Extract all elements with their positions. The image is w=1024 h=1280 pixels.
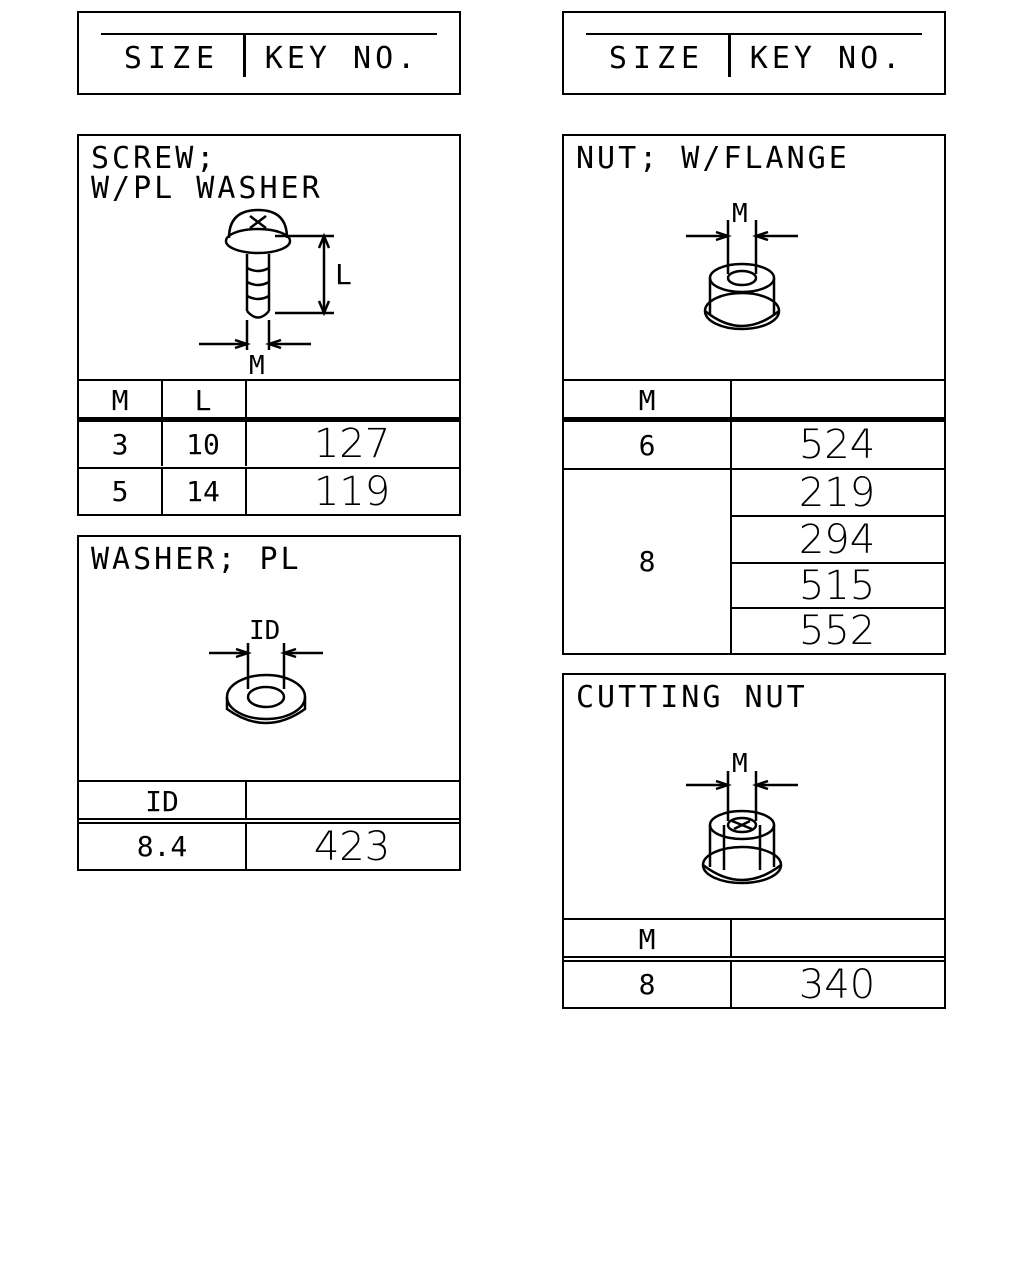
col-id-header: ID bbox=[145, 784, 179, 818]
key-no: 423 bbox=[313, 823, 391, 870]
size-header-label: SIZE bbox=[123, 41, 221, 76]
key-no: 119 bbox=[313, 468, 391, 515]
key-no: 294 bbox=[798, 516, 876, 563]
table-header-row: M bbox=[564, 918, 944, 958]
key-no-header-label: KEY NO. bbox=[264, 41, 420, 76]
table-header-row: M L bbox=[79, 379, 459, 419]
table-row-group: 8 219 294 515 552 bbox=[564, 468, 944, 654]
table-row: 3 10 127 bbox=[79, 417, 459, 467]
table-row: 8 340 bbox=[564, 956, 944, 1008]
size-key-header-right: SIZE KEY NO. bbox=[562, 11, 946, 95]
dim-l-label: L bbox=[335, 258, 352, 291]
size-header-label: SIZE bbox=[608, 41, 706, 76]
table-header-row: M bbox=[564, 379, 944, 419]
col-m-header: M bbox=[111, 383, 129, 417]
washer-panel: WASHER; PL ID ID 8.4 423 bbox=[77, 535, 461, 871]
key-no-header-label: KEY NO. bbox=[749, 41, 905, 76]
col-l-header: L bbox=[194, 383, 212, 417]
flange-nut-illustration: M bbox=[686, 199, 798, 331]
key-no: 524 bbox=[798, 422, 876, 468]
col-m-header: M bbox=[638, 383, 656, 417]
washer-table: ID 8.4 423 bbox=[79, 780, 459, 870]
cutting-nut-panel: CUTTING NUT M M 8 340 bbox=[562, 673, 946, 1009]
dim-m-label: M bbox=[249, 351, 265, 381]
key-no: 340 bbox=[798, 961, 876, 1008]
table-row: 5 14 119 bbox=[79, 467, 459, 515]
table-header-row: ID bbox=[79, 780, 459, 820]
dim-m-label: M bbox=[732, 749, 748, 779]
washer-title: WASHER; PL bbox=[91, 542, 302, 577]
col-m-header: M bbox=[638, 922, 656, 956]
cutting-nut-title: CUTTING NUT bbox=[576, 680, 808, 715]
screw-illustration: L M bbox=[199, 208, 352, 381]
washer-illustration: ID bbox=[209, 616, 323, 725]
table-row: 8.4 423 bbox=[79, 818, 459, 870]
dim-id-label: ID bbox=[249, 616, 280, 646]
key-no: 219 bbox=[798, 469, 876, 516]
cutting-nut-illustration: M bbox=[686, 749, 798, 885]
key-no: 552 bbox=[798, 608, 876, 654]
table-row: 6 524 bbox=[564, 417, 944, 468]
screw-table: M L 3 10 127 5 14 119 bbox=[79, 379, 459, 515]
key-no: 127 bbox=[313, 421, 391, 467]
key-no: 515 bbox=[798, 563, 876, 609]
nut-flange-title: NUT; W/FLANGE bbox=[576, 141, 850, 176]
nut-flange-table: M 6 524 8 219 294 515 552 bbox=[564, 379, 944, 654]
cutting-nut-table: M 8 340 bbox=[564, 918, 944, 1008]
screw-panel: SCREW;W/PL WASHER L M M L 3 1 bbox=[77, 134, 461, 516]
dim-m-label: M bbox=[732, 199, 748, 229]
nut-flange-panel: NUT; W/FLANGE M M 6 524 8 219 29 bbox=[562, 134, 946, 655]
screw-title: SCREW;W/PL WASHER bbox=[91, 141, 323, 206]
size-key-header-left: SIZE KEY NO. bbox=[77, 11, 461, 95]
